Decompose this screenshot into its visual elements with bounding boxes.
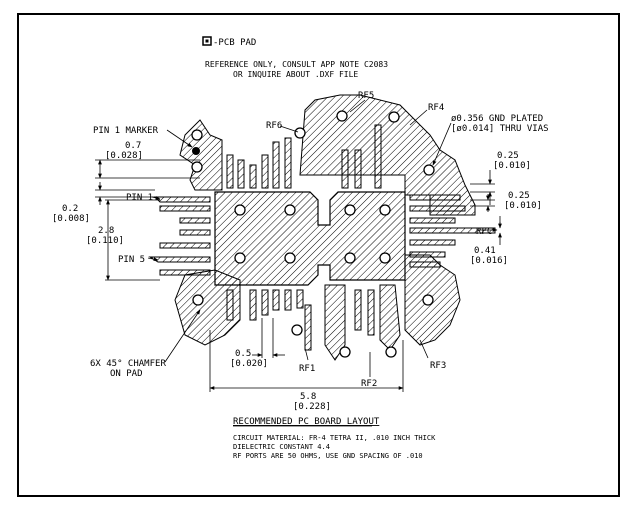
rf3-label: RF3 [430, 361, 446, 371]
pin5-label: PIN 5 [118, 255, 145, 265]
via [191, 129, 203, 141]
vias [191, 110, 435, 358]
rf1-label: RF1 [299, 364, 315, 374]
via [191, 161, 203, 173]
dim-0-25a-inch: [0.010] [493, 161, 531, 171]
vias-note-line1: ø0.356 GND PLATED [451, 114, 543, 124]
dim-0-25b-inch: [0.010] [504, 201, 542, 211]
dim-0-7: 0.7 [125, 141, 141, 151]
rfc-label: RFC [476, 227, 492, 237]
center-ground-pad [214, 191, 406, 286]
rf5-label: RF5 [358, 91, 374, 101]
dim-0-41-inch: [0.016] [470, 256, 508, 266]
dim-0-7-inch: [0.028] [105, 151, 143, 161]
dim-0-25a: 0.25 [497, 151, 519, 161]
dim-0-5-inch: [0.020] [230, 359, 268, 369]
rf6-label: RF6 [266, 121, 282, 131]
pin1-label: PIN 1 [126, 193, 153, 203]
dim-0-2-inch: [0.008] [52, 214, 90, 224]
chamfer-note-line2: ON PAD [110, 369, 143, 379]
dim-5-8-inch: [0.228] [293, 402, 331, 412]
layout-title: RECOMMENDED PC BOARD LAYOUT [233, 417, 380, 427]
left-pads [148, 196, 211, 276]
footer-line3: RF PORTS ARE 50 OHMS, USE GND SPACING OF… [233, 452, 423, 460]
via [379, 252, 391, 264]
dim-0-25b: 0.25 [508, 191, 530, 201]
bottom-pads [226, 289, 375, 351]
chamfer-note-line1: 6X 45° CHAMFER [90, 359, 166, 369]
rf4-label: RF4 [428, 103, 444, 113]
dim-2-8-inch: [0.110] [86, 236, 124, 246]
ground-plane [174, 94, 476, 361]
via [234, 252, 246, 264]
via [344, 252, 356, 264]
via [422, 294, 434, 306]
rf2-label: RF2 [361, 379, 377, 389]
dim-5-8: 5.8 [300, 392, 316, 402]
dimension-lines [95, 99, 502, 392]
footer-line1: CIRCUIT MATERIAL: FR-4 TETRA II, .010 IN… [233, 434, 436, 442]
dim-2-8: 2.8 [98, 226, 114, 236]
via [423, 164, 435, 176]
via [339, 346, 351, 358]
via [234, 204, 246, 216]
legend-pcb-pad: -PCB PAD [213, 38, 256, 48]
via [385, 346, 397, 358]
dim-0-5: 0.5 [235, 349, 251, 359]
top-pads [226, 124, 382, 189]
legend: -PCB PAD [202, 36, 256, 48]
right-pads [409, 194, 496, 268]
via [192, 294, 204, 306]
pin1-marker-label: PIN 1 MARKER [93, 126, 159, 136]
via [284, 252, 296, 264]
via [379, 204, 391, 216]
via [291, 324, 303, 336]
reference-note-line1: REFERENCE ONLY, CONSULT APP NOTE C2083 [205, 60, 388, 69]
drawing-frame [17, 13, 620, 497]
vias-note-line2: [ø0.014] THRU VIAS [451, 124, 549, 134]
footer-line2: DIELECTRIC CONSTANT 4.4 [233, 443, 330, 451]
dim-0-2: 0.2 [62, 204, 78, 214]
via [284, 204, 296, 216]
reference-note-line2: OR INQUIRE ABOUT .DXF FILE [233, 70, 358, 79]
via [388, 111, 400, 123]
via [294, 127, 306, 139]
pcb-pad-symbol [202, 36, 212, 46]
via [344, 204, 356, 216]
via [336, 110, 348, 122]
pin1-marker-dot [192, 147, 200, 155]
dim-0-41: 0.41 [474, 246, 496, 256]
